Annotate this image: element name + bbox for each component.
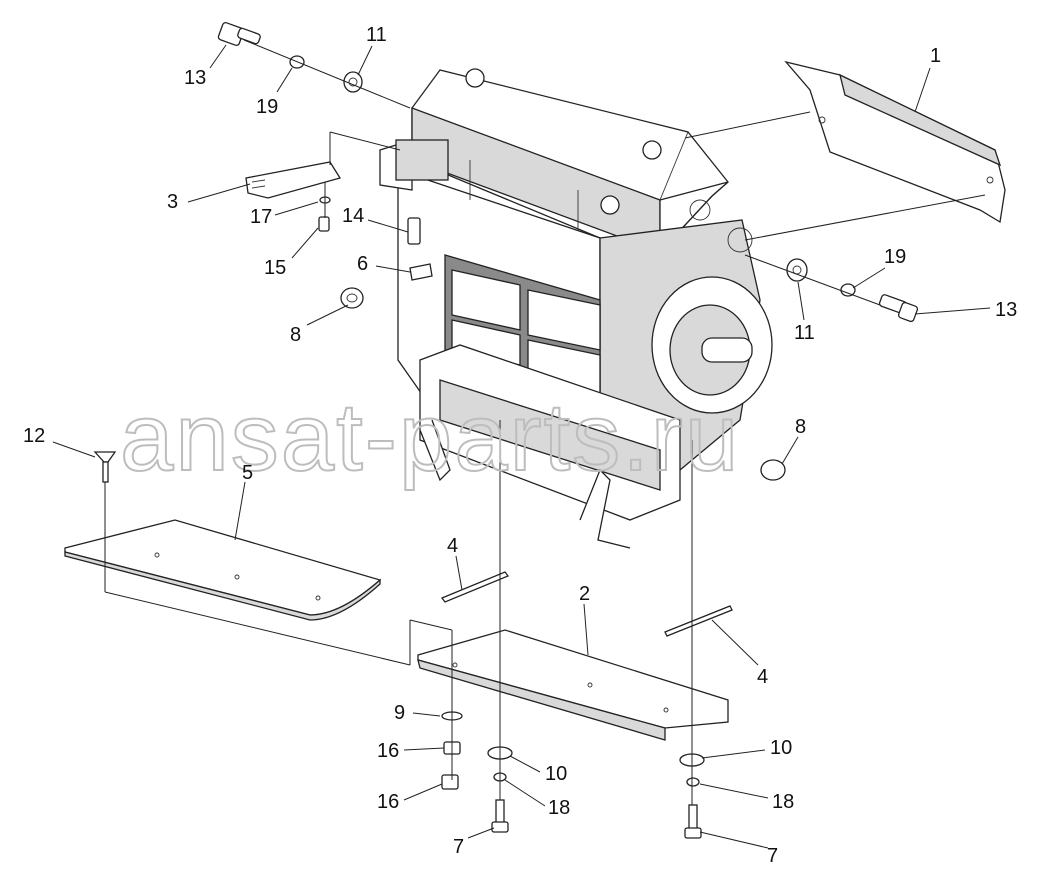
callout-16-lower: 16 [377,791,399,813]
callout-6: 6 [357,253,368,275]
callout-19-left: 19 [256,96,278,118]
callout-4-right: 4 [757,666,768,688]
part-12-screw [93,451,117,483]
part-1-top-guard [784,60,1006,224]
part-2-lower-tray [417,629,729,741]
callout-3: 3 [167,191,178,213]
part-8-plug-right [760,459,786,481]
part-14-bolt [407,217,421,245]
leader-lines [52,44,991,849]
part-4-strip-left [440,571,510,603]
callout-12: 12 [23,425,45,447]
callout-8-right: 8 [795,416,806,438]
part-16-nut-lower [441,774,459,790]
part-7-bolt-left [491,799,509,833]
callout-7-right: 7 [767,845,778,867]
callout-4-left: 4 [447,535,458,557]
callout-11-right: 11 [794,322,815,344]
assembly-lines [104,39,986,805]
part-5-side-plate [64,519,382,621]
part-8-plug-left [340,287,364,309]
callout-15: 15 [264,257,286,279]
part-3-bracket [245,161,342,199]
part-11-washer-right [786,258,808,282]
callout-13-left: 13 [184,67,206,89]
callout-8-left: 8 [290,324,301,346]
callout-16-upper: 16 [377,740,399,762]
part-13-bolt-right [878,294,919,323]
callout-7-left: 7 [453,836,464,858]
callout-10-right: 10 [770,737,792,759]
callout-5: 5 [242,462,253,484]
callout-1: 1 [930,45,941,67]
part-6-clip [409,263,433,281]
part-13-bolt-left [217,21,261,47]
callout-13-right: 13 [995,299,1017,321]
part-7-bolt-right [684,804,702,839]
part-19-washer-right [840,283,856,297]
callout-11-left: 11 [366,24,387,46]
callout-19-right: 19 [884,246,906,268]
main-housing-assembly [379,68,773,549]
callout-18-right: 18 [772,791,794,813]
watermark-text: ansat-parts.ru [120,384,740,491]
callout-9: 9 [394,702,405,724]
part-18-washer-right [686,777,700,787]
callout-14: 14 [342,205,364,227]
callout-10-left: 10 [545,763,567,785]
callout-2: 2 [579,583,590,605]
part-4-strip-right [664,605,733,637]
callout-18-left: 18 [548,797,570,819]
callout-labels: 1 2 3 4 4 5 6 7 7 8 8 9 10 10 11 11 12 1… [23,24,1017,867]
part-15-bolt [318,216,330,232]
callout-17: 17 [250,206,272,228]
